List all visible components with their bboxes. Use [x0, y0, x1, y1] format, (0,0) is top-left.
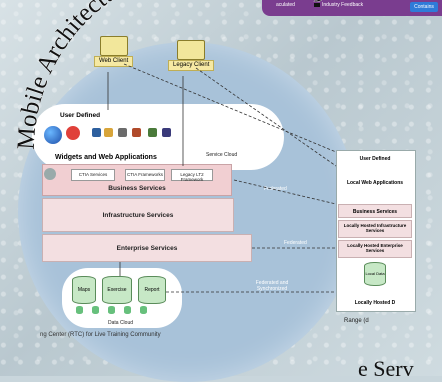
globe-icon: [44, 126, 62, 144]
business-services-layer: CTIA Services CTIA Frameworks Legacy LT2…: [42, 164, 232, 196]
db-icon: [92, 306, 99, 314]
monitor-icon: [99, 36, 128, 56]
legend-item-a: aculated: [276, 2, 295, 8]
widgets-heading: Widgets and Web Applications: [55, 154, 157, 161]
local-data-store: Local Data: [364, 262, 386, 286]
data-cloud-label: Data Cloud: [108, 320, 134, 326]
db-icon: [124, 306, 131, 314]
report-store: Report: [138, 276, 166, 304]
federated-label-1: Federated: [264, 186, 287, 192]
rp-locally-hosted: Locally Hosted D: [338, 298, 412, 308]
db-icon: [108, 306, 115, 314]
app-icon-3: [118, 128, 127, 137]
app-icon-4: [132, 128, 141, 137]
rp-business: Business Services: [338, 204, 412, 218]
business-services-label: Business Services: [108, 185, 166, 192]
federated-sync-label: Federated and Synchronized: [255, 280, 289, 292]
rp-local-apps: Local Web Applications: [338, 178, 412, 188]
maps-store: Maps: [72, 276, 96, 304]
rp-user-defined: User Defined: [338, 152, 412, 166]
service-cloud-label: Service Cloud: [206, 152, 238, 158]
enterprise-services-layer: Enterprise Services: [42, 234, 252, 262]
ctia-frameworks-box: CTIA Frameworks: [125, 169, 165, 181]
gears-icon: [44, 168, 56, 180]
db-icon: [76, 306, 83, 314]
app-icon-5: [148, 128, 157, 137]
range-label: Range (d: [344, 318, 369, 324]
legacy-client: Legacy Client: [168, 40, 215, 71]
app-icon-6: [162, 128, 171, 137]
legacy-lt2-box: Legacy LT2 Framework: [171, 169, 213, 182]
top-banner-strip: aculated Industry Feedback Contains: [262, 0, 442, 16]
color-ring-icon: [66, 126, 80, 140]
rp-infra: Locally Hosted Infrastructure Services: [338, 220, 412, 238]
corner-text: e Serv: [358, 356, 414, 381]
user-defined-heading: User Defined: [60, 112, 101, 119]
app-icon-2: [104, 128, 113, 137]
ctia-services-box: CTIA Services: [71, 169, 115, 181]
db-icon: [140, 306, 147, 314]
federated-label-2: Federated: [284, 240, 307, 246]
legend-item-b: Industry Feedback: [314, 2, 363, 8]
exercise-store: Exercise: [102, 276, 132, 304]
web-client: Web Client: [94, 36, 134, 67]
rp-enterprise: Locally Hosted Enterprise Services: [338, 240, 412, 258]
footer-caption: ng Center (RTC) for Live Training Commun…: [40, 332, 161, 338]
app-icon-1: [92, 128, 101, 137]
web-client-label: Web Client: [94, 56, 134, 67]
legacy-client-label: Legacy Client: [168, 60, 215, 71]
legend-pill: Contains: [410, 2, 438, 12]
monitor-icon: [177, 40, 206, 60]
infrastructure-services-layer: Infrastructure Services: [42, 198, 234, 232]
